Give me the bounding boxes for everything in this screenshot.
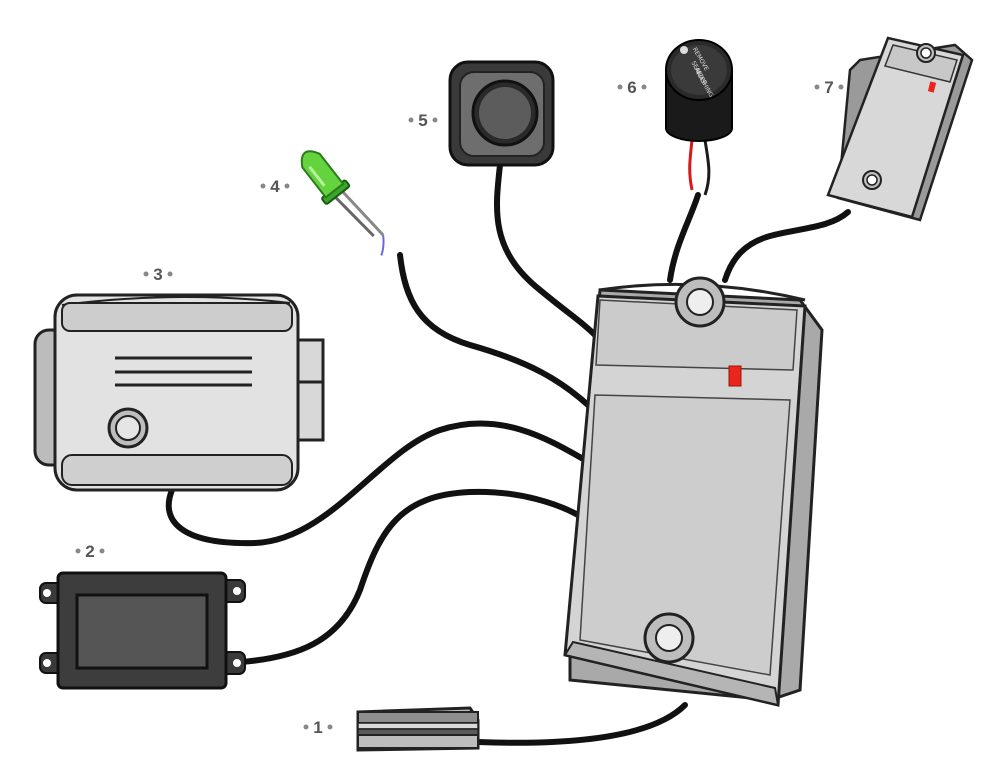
- push-button-device: [448, 60, 555, 167]
- cable-power-supply: [222, 488, 581, 666]
- callout-4-label: 4: [270, 177, 280, 196]
- callout-1-label: 1: [313, 718, 322, 737]
- callout-7-label: 7: [824, 78, 833, 97]
- cable-lock: [165, 420, 588, 547]
- callout-5-label: 5: [418, 111, 427, 130]
- power-supply-device: [39, 571, 246, 690]
- cable-buzzer: [667, 192, 701, 283]
- cables: [165, 162, 851, 746]
- callout-7: 7: [814, 78, 844, 97]
- cable-reader: [722, 209, 851, 283]
- callout-4: 4: [260, 177, 290, 196]
- callout-3: 3: [143, 265, 173, 284]
- led-indicator-device: [300, 150, 385, 256]
- reader-device: [826, 36, 974, 222]
- callout-1: 1: [303, 718, 333, 737]
- cable-button: [493, 162, 598, 338]
- buzzer-device: REMOVE SEAL AFTER WASHING: [665, 39, 733, 196]
- electric-lock-device: [33, 293, 325, 492]
- callout-2: 2: [75, 542, 105, 561]
- callout-6-label: 6: [627, 78, 636, 97]
- cable-led: [397, 252, 591, 408]
- exit-sensor-device: [356, 706, 480, 752]
- callout-5: 5: [408, 111, 438, 130]
- cable-sensor: [475, 702, 688, 746]
- callout-3-label: 3: [153, 265, 162, 284]
- callout-2-label: 2: [85, 542, 94, 561]
- callout-6: 6: [617, 78, 647, 97]
- controller-device: [563, 276, 824, 707]
